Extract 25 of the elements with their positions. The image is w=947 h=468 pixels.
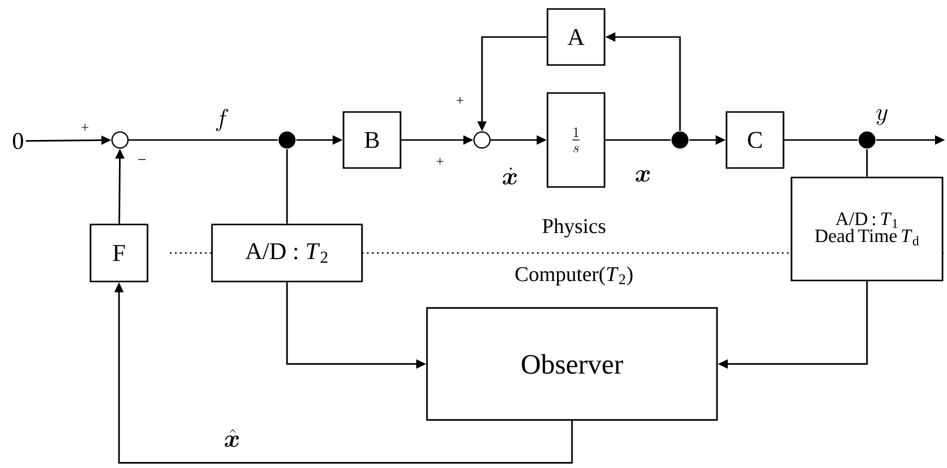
junction-dot [672,132,688,148]
integrator-box: $\frac{1}{s}$ [546,92,606,188]
block-box: B [342,111,402,169]
edge-label: $\hat{\bm{x}}$ [224,429,239,447]
region-label: Computer(T$_{2}$) [516,266,632,286]
sign-label: + [456,97,464,104]
summing-junction [111,131,129,149]
block-box: A/D : T$_{1}$ Dead Time T$_{d}$ [790,176,944,282]
summing-junction [473,131,491,149]
block-box: A [546,8,606,66]
block-box: F [90,224,148,282]
block-box: Observer [426,307,718,421]
input-text: 0 [12,132,24,150]
edge-label: $\bm{x}$ [636,170,650,182]
region-label: Physics [542,218,606,238]
block-box: A/D : T$_{2}$ [211,224,363,282]
junction-dot [278,132,296,148]
junction-dot [858,132,876,148]
sign-label: − [138,159,146,160]
sign-label: + [82,124,88,131]
edge-label: $y$ [876,108,888,125]
edge-label: $f$ [216,108,228,132]
block-box: C [726,111,784,169]
edge-label: $\dot{\bm{x}}$ [502,168,517,185]
sign-label: + [436,158,444,165]
